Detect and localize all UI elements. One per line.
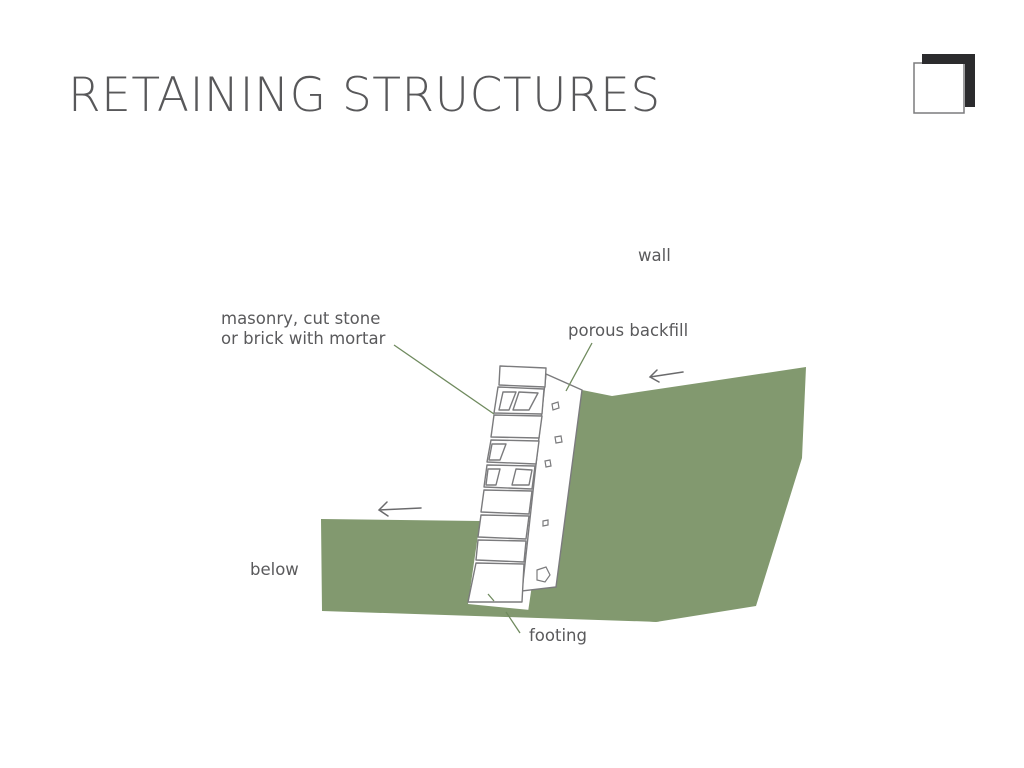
label-wall: wall <box>638 246 671 265</box>
direction-arrows <box>377 369 684 517</box>
corner-bracket-icon <box>913 54 975 114</box>
label-below: below <box>250 560 299 579</box>
arrow-lower-left-icon <box>377 501 422 517</box>
label-masonry-line1: masonry, cut stone <box>221 309 380 328</box>
soil-below <box>321 519 660 622</box>
slide-title: RETAINING STRUCTURES <box>68 68 661 123</box>
label-masonry-line2: or brick with mortar <box>221 329 386 348</box>
arrow-upper-left-icon <box>648 369 684 383</box>
label-porous-backfill: porous backfill <box>568 321 688 340</box>
label-footing: footing <box>529 626 587 645</box>
masonry-wall <box>467 365 547 603</box>
leader-lines <box>393 342 593 634</box>
retained-soil <box>528 367 806 622</box>
backfill-pebbles <box>536 401 563 583</box>
